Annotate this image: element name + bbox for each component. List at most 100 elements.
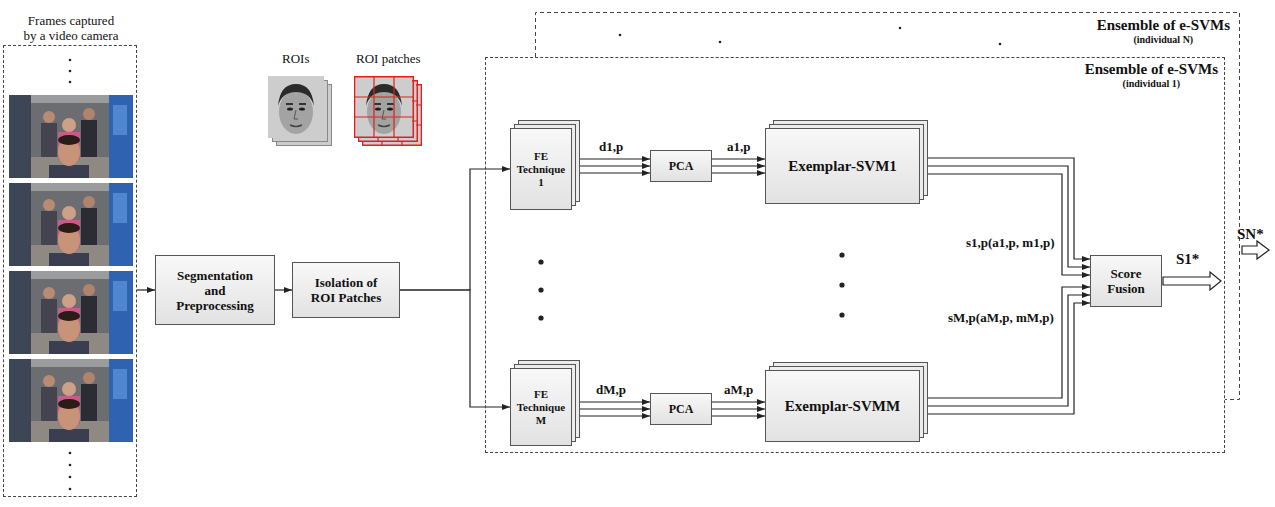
exemplar-svm-box: Exemplar-SVMM <box>765 370 920 442</box>
dot <box>69 81 72 84</box>
image-label: ROIs <box>282 52 309 67</box>
group-heading: Ensemble of e-SVMs <box>1085 61 1218 78</box>
roi-patches <box>354 76 422 146</box>
connector <box>137 290 155 291</box>
connector-line <box>572 158 650 159</box>
connector-line <box>712 415 765 416</box>
connector-line <box>275 289 292 290</box>
connector <box>572 159 650 173</box>
connector-line <box>572 401 650 402</box>
edge-label: d1,p <box>599 140 623 155</box>
box-label: PCA <box>669 159 694 174</box>
box-label: Exemplar-SVMM <box>785 398 900 415</box>
dot <box>69 488 72 491</box>
box-label: Isolation of ROI Patches <box>303 275 389 305</box>
group-subheading: (individual 1) <box>1085 78 1218 90</box>
edge-label: a1,p <box>727 140 750 155</box>
group-subheading: (individual N) <box>1097 34 1230 46</box>
connector-line <box>572 415 650 416</box>
heading-group: Ensemble of e-SVMs(individual N) <box>1097 17 1230 46</box>
frame-caption: Frames captured by a video camera <box>21 13 121 43</box>
edge-label: dM,p <box>596 383 626 398</box>
dot <box>719 41 722 44</box>
pca-box: PCA <box>650 150 712 182</box>
score-fusion-box: Score Fusion <box>1090 255 1162 307</box>
face-image <box>268 76 324 138</box>
process-box: Segmentation and Preprocessing <box>155 255 275 325</box>
feature-extraction-box: FE Technique M <box>510 368 572 446</box>
dot <box>839 252 844 257</box>
process-box: Isolation of ROI Patches <box>292 262 400 318</box>
dot <box>899 27 902 30</box>
video-frame <box>9 183 133 266</box>
output-label: SN* <box>1237 226 1264 243</box>
box-label: PCA <box>669 402 694 417</box>
connector <box>920 158 1090 275</box>
video-frames <box>9 95 133 442</box>
connector-line <box>572 408 650 409</box>
connector <box>712 159 765 173</box>
connector-line <box>920 174 1090 275</box>
dot <box>538 315 543 320</box>
connector <box>400 290 510 407</box>
video-frame <box>9 359 133 442</box>
connector-line <box>572 165 650 166</box>
connector-line <box>920 303 1090 414</box>
box-label: FE Technique M <box>515 388 567 427</box>
dot <box>69 70 72 73</box>
box-label: Segmentation and Preprocessing <box>166 268 264 313</box>
dot <box>69 464 72 467</box>
dot <box>69 452 72 455</box>
group-outline-path <box>536 13 1240 400</box>
connector-line <box>920 287 1090 398</box>
connector-line <box>572 172 650 173</box>
box-label: Exemplar-SVM1 <box>788 158 897 175</box>
connector-line <box>712 408 765 409</box>
edge-label: aM,p <box>724 383 753 398</box>
connector-line <box>400 290 510 407</box>
connector <box>920 287 1090 414</box>
dot <box>619 34 622 37</box>
exemplar-svm-box: Exemplar-SVM1 <box>765 128 920 204</box>
connector-line <box>712 158 765 159</box>
continuation-dots <box>69 27 1002 491</box>
roi-faces <box>268 76 332 146</box>
box-label: FE Technique 1 <box>515 150 567 189</box>
dot <box>839 282 844 287</box>
dot <box>999 43 1002 46</box>
connector <box>400 169 510 290</box>
heading-group: Ensemble of e-SVMs(individual 1) <box>1085 61 1218 90</box>
connector-line <box>920 158 1090 259</box>
dot <box>839 312 844 317</box>
connector-line <box>712 172 765 173</box>
connector <box>572 402 650 416</box>
connector-line <box>920 166 1090 267</box>
connector-line <box>400 169 510 290</box>
connector-line <box>712 165 765 166</box>
connector-line <box>920 295 1090 406</box>
dot <box>538 259 543 264</box>
dot <box>538 287 543 292</box>
connector <box>712 402 765 416</box>
image-label: ROI patches <box>356 52 421 67</box>
edge-label: s1,p(a1,p, m1,p) <box>966 236 1055 251</box>
edge-label: sM,p(aM,p, mM,p) <box>948 311 1054 326</box>
group-heading: Ensemble of e-SVMs <box>1097 17 1230 34</box>
video-frame <box>9 95 133 178</box>
video-frame <box>9 271 133 354</box>
patch-image <box>354 76 414 138</box>
connector <box>275 290 292 291</box>
camera-frames: Frames captured by a video camera <box>3 45 137 497</box>
box-label: Score Fusion <box>1097 266 1155 296</box>
output-arrow <box>1242 241 1269 259</box>
output-arrow <box>1163 272 1221 290</box>
feature-extraction-box: FE Technique 1 <box>510 128 572 210</box>
output-label: S1* <box>1176 251 1199 268</box>
dot <box>69 59 72 62</box>
dot <box>69 476 72 479</box>
connector-line <box>137 289 155 290</box>
connector-line <box>712 401 765 402</box>
